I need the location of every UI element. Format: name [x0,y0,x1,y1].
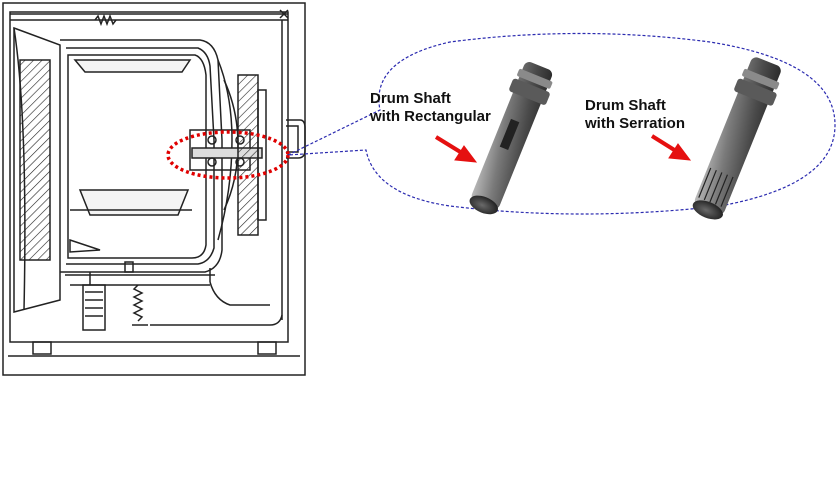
label-shaft-serration-line1: Drum Shaft [585,97,666,114]
washing-machine-cross-section [2,2,306,376]
red-arrow-icon [650,134,692,161]
label-shaft-rectangular: Drum Shaft with Rectangular [370,90,491,126]
damper [82,284,106,331]
tub-outer [60,39,223,273]
label-shaft-rectangular-line2: with Rectangular [370,108,491,125]
drum-shaft-rectangular-photo [469,62,553,215]
foot-right [257,341,277,355]
top-spring [94,13,117,27]
red-arrow-icon [434,135,478,163]
callout-bubble [287,32,836,215]
label-shaft-serration: Drum Shaft with Serration [585,97,685,133]
foot-left [32,341,52,355]
label-shaft-serration-line2: with Serration [585,115,686,132]
pulley [237,74,259,236]
lifter [78,189,190,216]
drum-shaft-serration-photo [692,57,781,220]
label-shaft-rectangular-line1: Drum Shaft [370,90,451,107]
drum [67,54,207,259]
outer-frame [2,2,306,376]
cabinet [9,11,289,343]
suspension-spring [132,284,144,322]
